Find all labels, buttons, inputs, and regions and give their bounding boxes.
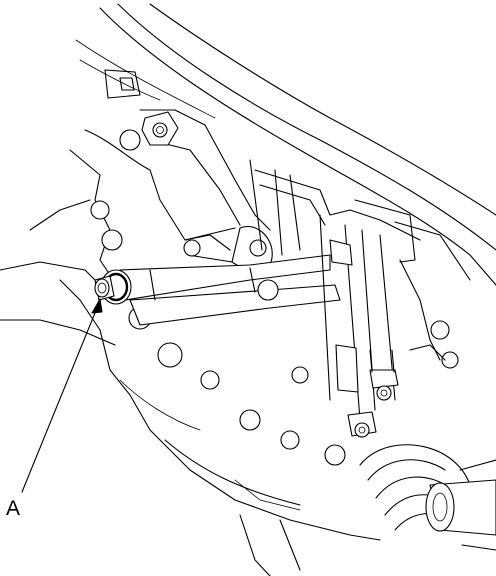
frame-contours	[75, 3, 496, 286]
component-a-bolt	[94, 269, 132, 305]
callout-a-leader	[21, 298, 103, 493]
link-rods	[119, 254, 341, 384]
right-bracket	[249, 159, 471, 421]
upper-bracket	[139, 109, 273, 274]
callout-label-a: A	[6, 497, 21, 520]
lower-bolts	[347, 349, 399, 438]
driveshaft-boot	[359, 444, 496, 551]
engine-block-outline	[0, 129, 381, 576]
